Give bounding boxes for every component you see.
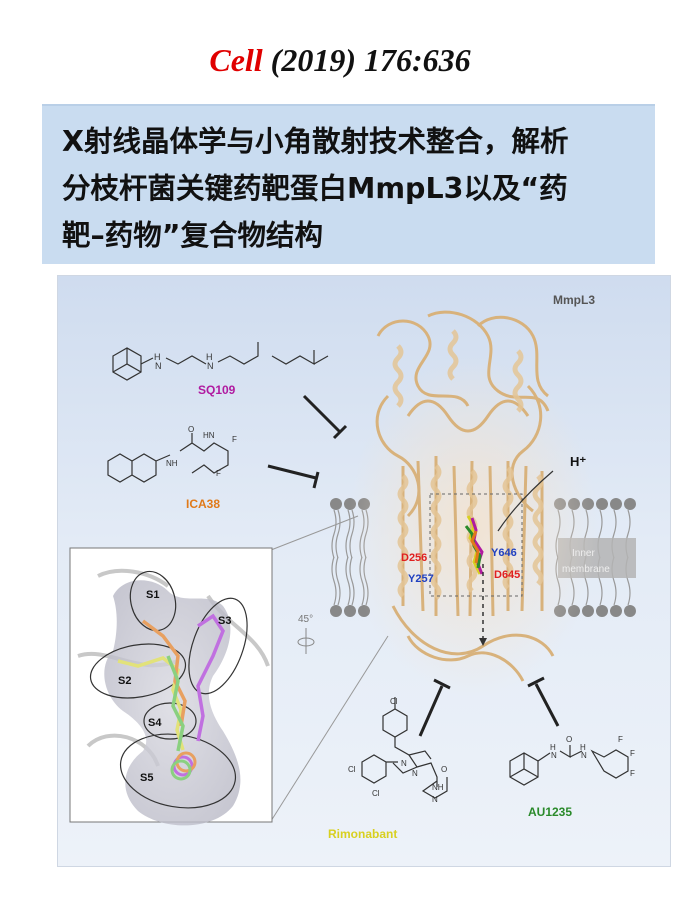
binding-pocket-inset: S1 S2 S3 S4 S5 <box>69 547 273 826</box>
membrane-label-1: Inner <box>572 548 595 559</box>
residue-d256: D256 <box>401 552 427 564</box>
sq109-label: SQ109 <box>198 383 236 397</box>
inhibition-markers <box>267 394 560 737</box>
inhibit-ica38 <box>267 464 320 489</box>
rim-atom-cl3: Cl <box>372 789 380 798</box>
title-line-3: 靶–药物”复合物结构 <box>62 219 323 252</box>
journal-name: Cell <box>209 42 263 78</box>
citation-details: (2019) 176:636 <box>270 42 471 78</box>
title-line-2: 分枝杆菌关键药靶蛋白MmpL3以及“药 <box>62 172 568 205</box>
rim-atom-cl1: Cl <box>390 697 398 706</box>
membrane-label-2: membrane <box>562 564 610 575</box>
structure-figure: MmpL3 H⁺ D256 Y646 Y257 D645 Inner membr… <box>57 275 671 867</box>
zoom-line-bottom <box>270 635 389 822</box>
citation: Cell (2019) 176:636 <box>0 42 680 79</box>
pocket-s3: S3 <box>218 615 231 627</box>
pocket-s4: S4 <box>148 717 162 729</box>
au-atom-n2: N <box>581 751 587 760</box>
ica38-atom-nh: NH <box>166 459 178 468</box>
au1235-label: AU1235 <box>528 805 572 819</box>
proton-label: H⁺ <box>570 454 586 469</box>
rim-atom-cl2: Cl <box>348 765 356 774</box>
residue-y257: Y257 <box>408 573 434 585</box>
rimonabant-structure: Cl Cl Cl N N O NH N <box>348 697 448 804</box>
rim-atom-n1: N <box>401 759 407 768</box>
ica38-atom-f1: F <box>232 435 237 444</box>
au-atom-n1: N <box>551 751 557 760</box>
au-atom-h1: H <box>550 743 556 752</box>
rimonabant-label: Rimonabant <box>328 827 397 841</box>
sq109-atom-h2: H <box>206 352 213 362</box>
rim-atom-nh: NH <box>432 783 444 792</box>
bound-ligands <box>464 515 484 575</box>
sq109-atom-n2: N <box>207 361 214 371</box>
title-text: X射线晶体学与小角散射技术整合，解析 分枝杆菌关键药靶蛋白MmpL3以及“药 靶… <box>62 118 642 259</box>
au-atom-f3: F <box>630 769 635 778</box>
ica38-structure: NH O HN F F <box>107 425 237 483</box>
mmpl3-protein: MmpL3 H⁺ D256 Y646 Y257 D645 Inner membr… <box>297 293 610 696</box>
rotation-label: 45° <box>298 614 313 625</box>
au-atom-h2: H <box>580 743 586 752</box>
rim-atom-n2: N <box>412 769 418 778</box>
rim-atom-o: O <box>441 765 447 774</box>
title-line-1: X射线晶体学与小角散射技术整合，解析 <box>62 125 569 158</box>
protein-label: MmpL3 <box>553 293 595 307</box>
figure-canvas: MmpL3 H⁺ D256 Y646 Y257 D645 Inner membr… <box>69 293 636 841</box>
rim-atom-n3: N <box>432 795 438 804</box>
inhibit-sq109 <box>302 394 348 440</box>
ica38-atom-f2: F <box>216 469 221 478</box>
sq109-structure: H N H N <box>112 342 329 381</box>
residue-d645: D645 <box>494 569 520 581</box>
title-banner: X射线晶体学与小角散射技术整合，解析 分枝杆菌关键药靶蛋白MmpL3以及“药 靶… <box>42 104 655 264</box>
inhibit-rimonabant <box>418 678 451 737</box>
residue-y646: Y646 <box>491 547 517 559</box>
au-atom-f2: F <box>630 749 635 758</box>
rotation-icon <box>297 628 315 654</box>
zoom-line-top <box>270 515 359 551</box>
au-atom-o: O <box>566 735 572 744</box>
sq109-atom-h1: H <box>154 352 161 362</box>
binding-site-box <box>429 493 523 597</box>
au1235-structure: H N O H N F F F <box>509 735 635 786</box>
sq109-atom-n1: N <box>155 361 162 371</box>
ica38-atom-hn: HN <box>203 431 215 440</box>
au-atom-f1: F <box>618 735 623 744</box>
ica38-atom-o: O <box>188 425 194 434</box>
ica38-label: ICA38 <box>186 497 220 511</box>
inhibit-au1235 <box>527 676 560 727</box>
pocket-s2: S2 <box>118 675 131 687</box>
pocket-s1: S1 <box>146 589 159 601</box>
pocket-s5: S5 <box>140 772 153 784</box>
